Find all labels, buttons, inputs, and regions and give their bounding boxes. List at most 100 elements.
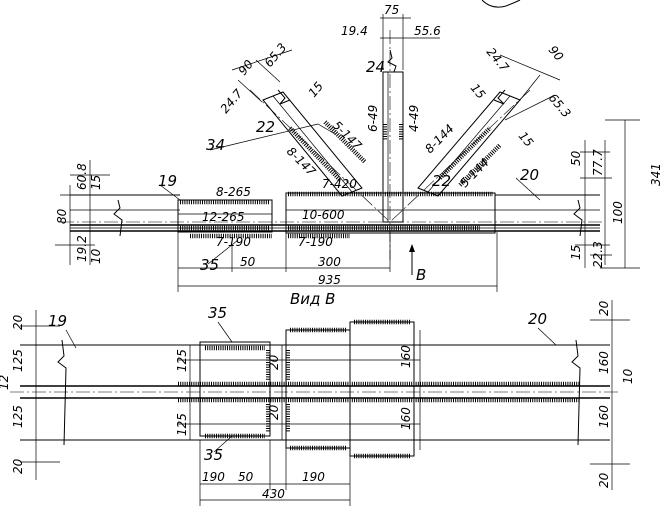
part-label: 19 [158,172,177,190]
dim-label: 77.7 [591,149,605,176]
leader-20 [515,177,541,201]
dim-label: 20 [267,404,281,420]
dim-label: 341 [649,163,663,186]
break-mark-vertical [387,49,397,73]
dim-label: 190 [202,470,225,484]
part-label: 22 [256,118,275,136]
dim-label: 300 [318,255,341,269]
leader-19-plan [65,329,77,349]
dim-label: 24.7 [484,45,512,75]
view-arrow-label: B [416,266,426,284]
dim-label: 430 [262,487,285,501]
dim-label: 6-49 [366,105,380,132]
break-mark-left [113,199,123,237]
dim-label: 12-265 [202,210,245,224]
dim-label: 15 [306,79,327,100]
dim-label: 80 [55,208,69,224]
dim-label: 935 [318,273,341,287]
dim-label: 15 [468,81,489,102]
dim-label: 15 [516,129,537,150]
dim-label: 8-144 [422,122,457,157]
dim-label: 24.7 [218,86,246,116]
gusset-plate-right [285,192,496,234]
callout-circle [481,0,521,8]
weld-8-147 [288,126,342,182]
leader-35 [207,239,239,265]
dim-label: 160 [597,351,611,374]
dim-label: 160 [597,405,611,428]
dim-label: 160 [399,345,413,368]
dim-label: 65.3 [262,40,290,69]
part-label: 34 [206,136,225,154]
view-b [55,14,640,292]
dim-label: 10-600 [302,208,345,222]
dim-label: 90 [546,43,567,64]
view-b-dimensions: 75 19.4 55.6 90 65.3 24.7 15 24.7 90 65.… [55,3,663,308]
break-mark-right [573,199,583,237]
dim-label: 19.4 [341,24,368,38]
part-label: 19 [48,312,67,330]
dim-label: 55.6 [414,24,441,38]
dim-label: 20 [597,472,611,488]
dim-label: 125 [11,349,25,372]
dim-label: 7-190 [216,235,251,249]
part-label: 20 [520,166,539,184]
part-label: 35 [208,304,227,322]
break-mark-plan-right [571,339,581,446]
dim-label: 125 [175,349,189,372]
dim-label: 100 [611,201,625,224]
dim-label: 160 [399,407,413,430]
part-label: 22 [432,172,451,190]
weld-5-144 [458,143,502,187]
dim-label: 190 [302,470,325,484]
diagonal-left [262,91,363,197]
weld-8-144 [438,126,492,180]
dim-label: 12 [0,375,11,390]
dim-label: 50 [238,470,254,484]
dim-label: 7-190 [298,235,333,249]
dim-label: 15 [569,245,583,260]
dim-label: 125 [175,413,189,436]
view-caption: Вид В [290,290,335,308]
plan-plate-center [285,329,351,449]
dim-label: 10 [89,248,103,264]
dim-label: 22.3 [591,241,605,268]
part-label: 35 [200,256,219,274]
part-label: 35 [204,446,223,464]
dim-label: 20 [597,300,611,316]
weld-5-147 [323,120,367,164]
dim-label: 4-49 [407,105,421,132]
dim-label: 5-147 [330,118,365,153]
part-label: 20 [528,310,547,328]
leader-19 [159,184,181,201]
dim-label: 50 [569,150,583,166]
dim-label: 125 [11,405,25,428]
dim-label: 20 [11,314,25,330]
dim-label: 20 [267,354,281,370]
leader-20-plan [537,327,557,346]
plan-plate-right [349,321,415,457]
dim-label: 10 [621,368,635,384]
break-mark-plan-left [57,339,67,446]
part-label: 24 [366,58,385,76]
dim-label: 75 [384,3,399,17]
dim-label: 7-420 [322,177,357,191]
dim-label: 19.2 [75,235,89,262]
break-mark-diag-right [493,89,506,105]
dim-label: 60.8 [75,163,89,190]
plan-plate-left [199,341,271,437]
diagonal-right [417,91,521,197]
dim-label: 5-144 [457,156,492,191]
vertical-member [382,71,404,223]
dim-label: 50 [240,255,256,269]
view-arrow-head [409,244,415,252]
dim-label: 20 [11,458,25,474]
plan-view [10,300,630,506]
dim-label: 8-265 [216,185,251,199]
dim-label: 90 [236,57,257,78]
plan-dimensions: 20 125 12 125 20 125 20 20 125 160 160 2… [0,300,635,501]
leader-34 [209,123,319,151]
dim-label: 65.3 [546,91,574,120]
